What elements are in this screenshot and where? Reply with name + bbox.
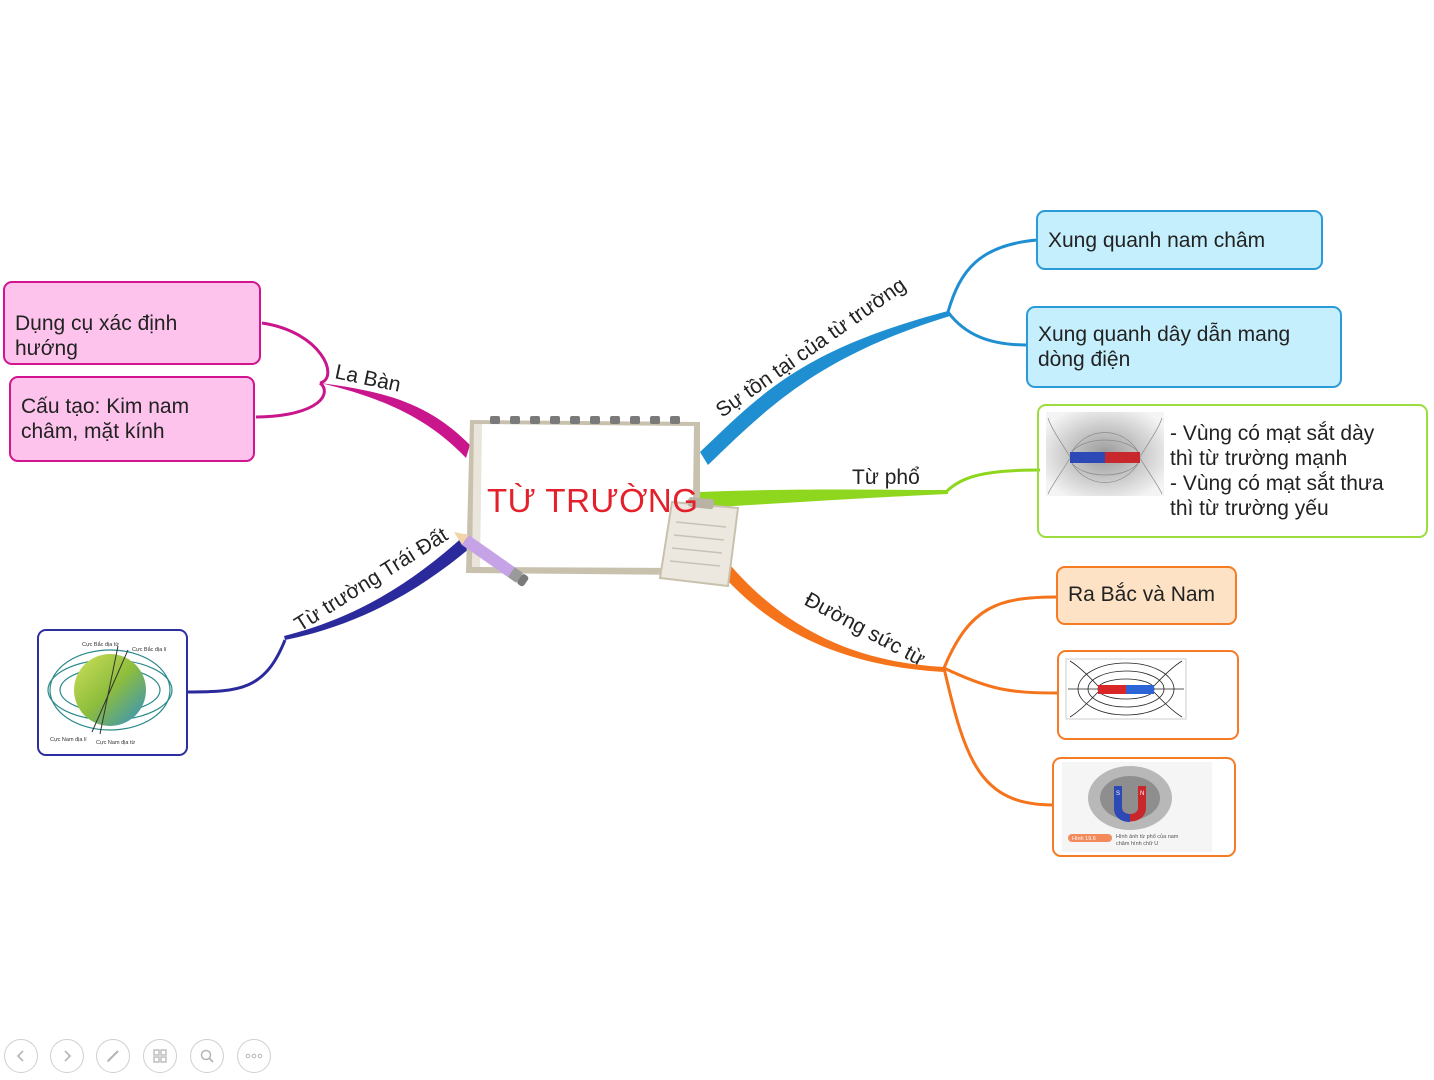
next-icon[interactable]: [50, 1039, 84, 1073]
u-magnet-pole-s: S: [1116, 791, 1120, 797]
u-magnet-pole-n: N: [1140, 791, 1144, 797]
node-earth-card: [37, 629, 188, 756]
clipboard-icon: [658, 497, 740, 588]
branch-su-ton-tai: Sự tồn tại của từ trường: [700, 238, 1038, 465]
branch-tu-truong-trai-dat: Từ trường Trái Đất: [186, 523, 470, 694]
node-dung-cu-xac-dinh-huong: Dụng cụ xác định hướng: [3, 281, 261, 365]
node-xung-quanh-day-dan: Xung quanh dây dẫn mang dòng điện: [1026, 306, 1342, 388]
central-topic-title: TỪ TRƯỜNG: [487, 482, 699, 519]
node-xung-quanh-nam-cham: Xung quanh nam châm: [1036, 210, 1323, 270]
u-magnet-caption-tag: Hình 19.6: [1072, 836, 1096, 842]
central-notebook-icon: [454, 416, 740, 588]
pencil-icon: [454, 532, 529, 587]
more-icon[interactable]: [237, 1039, 271, 1073]
earth-label-south-magnetic: Cực Nam địa từ: [96, 740, 135, 746]
node-u-magnet-card: [1052, 757, 1236, 857]
field-lines-diagram-image: [1065, 658, 1187, 720]
earth-label-south-geographic: Cực Nam địa lí: [50, 737, 87, 743]
previous-icon[interactable]: [4, 1039, 38, 1073]
branch-la-ban: La Bàn: [255, 321, 470, 458]
branch-duong-suc-tu: Đường sức từ: [718, 560, 1059, 807]
node-field-lines-card: [1057, 650, 1239, 740]
branch-label-su-ton-tai: Sự tồn tại của từ trường: [712, 273, 911, 422]
iron-filings-bar-magnet-image: [1046, 412, 1164, 496]
slides-icon[interactable]: [143, 1039, 177, 1073]
earth-label-north-magnetic: Cực Bắc địa từ: [82, 641, 119, 648]
node-tu-pho-text: - Vùng có mạt sắt dày thì từ trường mạnh…: [1170, 422, 1384, 520]
branch-label-tu-pho: Từ phổ: [852, 466, 920, 489]
node-tu-pho: [1037, 404, 1428, 538]
zoom-icon[interactable]: [190, 1039, 224, 1073]
node-ra-bac-va-nam: Ra Bắc và Nam: [1056, 566, 1237, 625]
u-magnet-caption: Hình ảnh từ phổ của nam châm hình chữ U: [1116, 834, 1179, 847]
pen-icon[interactable]: [96, 1039, 130, 1073]
u-magnet-image: S N Hình 19.6: [1062, 762, 1212, 852]
earth-magnetic-field-image: Cực Bắc địa từ Cực Bắc địa lí Cực Nam đị…: [44, 636, 178, 748]
node-cau-tao: Cấu tạo: Kim nam châm, mặt kính: [9, 376, 255, 462]
branch-tu-pho: Từ phổ: [700, 466, 1041, 508]
earth-label-north-geographic: Cực Bắc địa lí: [132, 646, 167, 653]
